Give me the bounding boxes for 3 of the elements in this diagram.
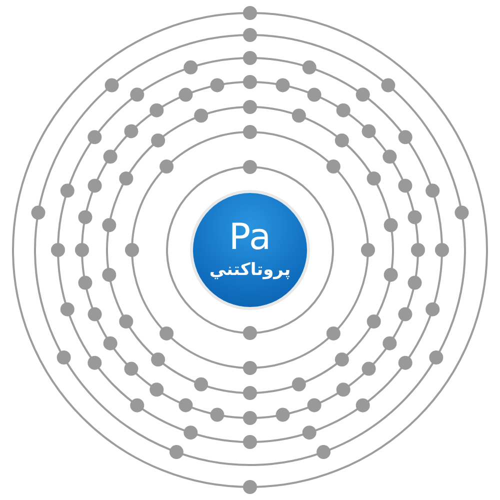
element-symbol: Pa <box>228 218 272 258</box>
element-name: پروتاکتني <box>209 259 291 282</box>
nucleus-circle <box>193 193 307 307</box>
